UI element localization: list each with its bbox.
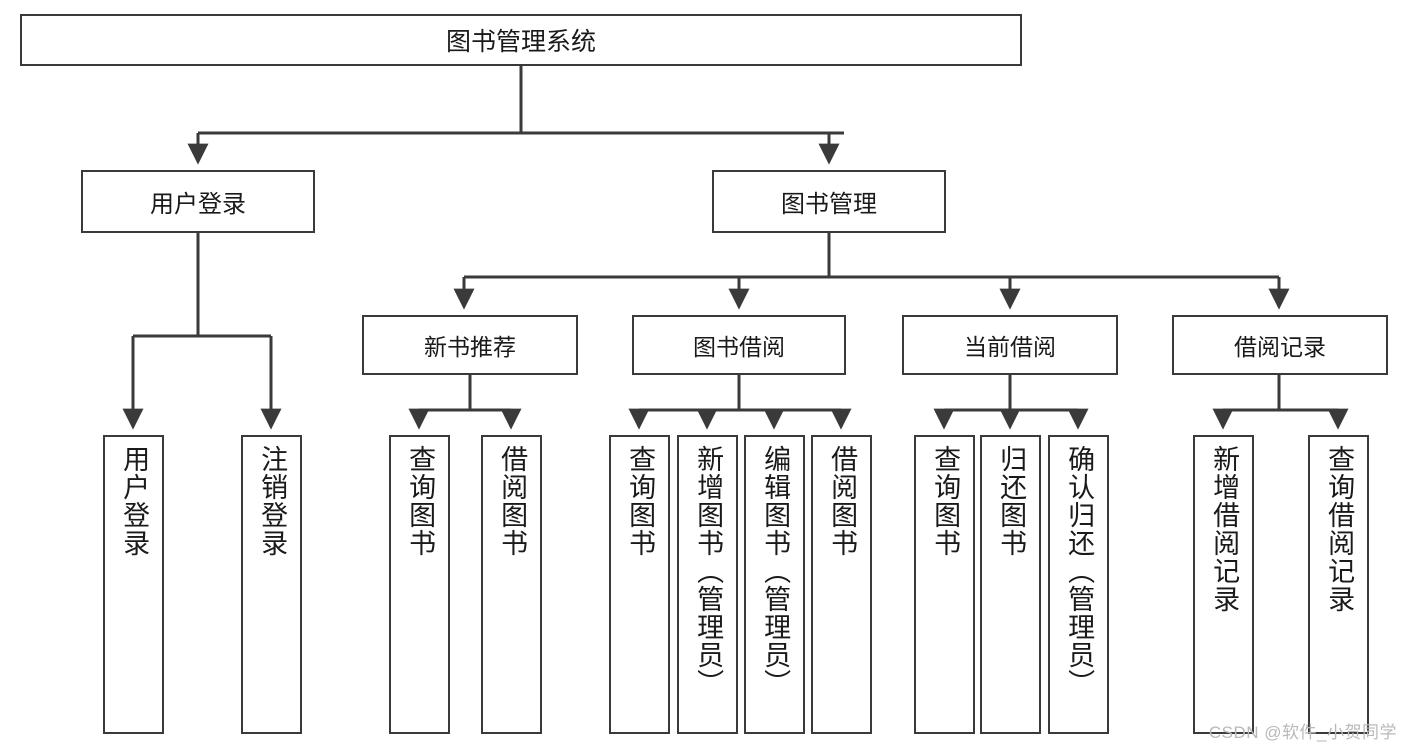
node-current-borrow[interactable]: 当前借阅 [902, 315, 1118, 375]
node-user-login[interactable]: 用户登录 [81, 170, 315, 233]
node-borrow-record[interactable]: 借阅记录 [1172, 315, 1388, 375]
leaf-label: 归还图书 [996, 445, 1027, 557]
leaf-user-login-login[interactable]: 用户登录 [103, 435, 164, 734]
node-label: 图书管理 [781, 191, 877, 218]
leaf-label: 用户登录 [119, 445, 150, 557]
leaf-label: 新增图书（管理员） [693, 445, 724, 697]
node-new-book-recommend[interactable]: 新书推荐 [362, 315, 578, 375]
leaf-label: 查询图书 [405, 445, 436, 557]
node-book-borrow[interactable]: 图书借阅 [632, 315, 846, 375]
leaf-current-borrow-query[interactable]: 查询图书 [914, 435, 975, 734]
node-book-management[interactable]: 图书管理 [712, 170, 946, 233]
leaf-label: 确认归还（管理员） [1064, 445, 1095, 697]
leaf-current-borrow-confirm-return[interactable]: 确认归还（管理员） [1048, 435, 1109, 734]
leaf-new-book-query[interactable]: 查询图书 [389, 435, 450, 734]
leaf-label: 查询图书 [625, 445, 656, 557]
node-root-system[interactable]: 图书管理系统 [20, 14, 1022, 66]
node-label: 新书推荐 [424, 334, 516, 360]
leaf-user-login-logout[interactable]: 注销登录 [241, 435, 302, 734]
leaf-label: 编辑图书（管理员） [760, 445, 791, 697]
leaf-label: 新增借阅记录 [1209, 445, 1240, 613]
watermark: CSDN @软件_小贺同学 [1208, 723, 1397, 742]
leaf-label: 查询图书 [930, 445, 961, 557]
node-label: 用户登录 [150, 191, 246, 218]
leaf-book-borrow-add[interactable]: 新增图书（管理员） [677, 435, 738, 734]
node-label: 当前借阅 [964, 334, 1056, 360]
leaf-current-borrow-return[interactable]: 归还图书 [980, 435, 1041, 734]
leaf-label: 借阅图书 [827, 445, 858, 557]
node-label: 借阅记录 [1234, 334, 1326, 360]
node-label: 图书借阅 [693, 334, 785, 360]
leaf-book-borrow-edit[interactable]: 编辑图书（管理员） [744, 435, 805, 734]
leaf-label: 借阅图书 [497, 445, 528, 557]
leaf-book-borrow-query[interactable]: 查询图书 [609, 435, 670, 734]
leaf-new-book-borrow[interactable]: 借阅图书 [481, 435, 542, 734]
leaf-book-borrow-borrow[interactable]: 借阅图书 [811, 435, 872, 734]
leaf-borrow-record-add[interactable]: 新增借阅记录 [1193, 435, 1254, 734]
leaf-label: 注销登录 [257, 445, 288, 557]
leaf-borrow-record-query[interactable]: 查询借阅记录 [1308, 435, 1369, 734]
leaf-label: 查询借阅记录 [1324, 445, 1355, 613]
node-label: 图书管理系统 [445, 28, 596, 56]
